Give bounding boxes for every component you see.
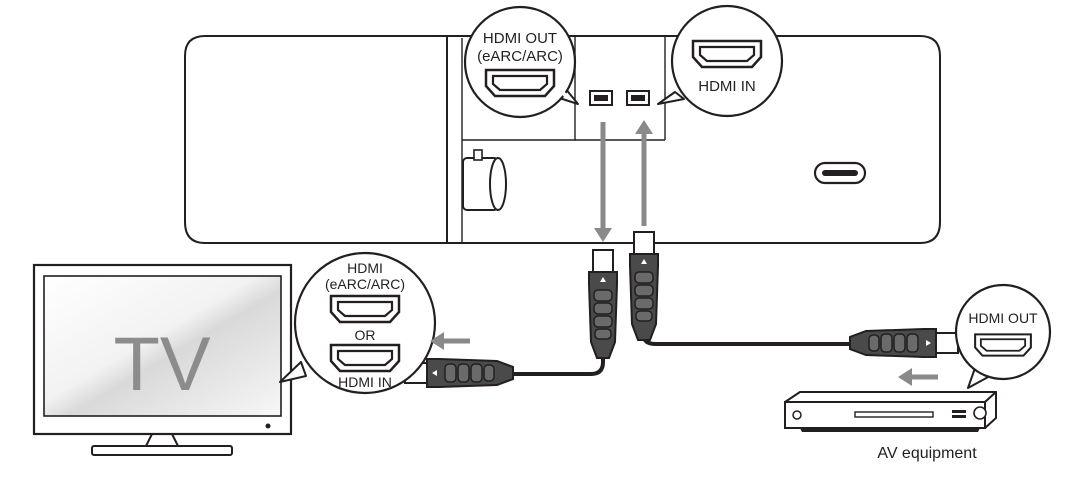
soundbar-in-label: HDMI IN	[698, 78, 756, 95]
callout-soundbar-hdmi-in: HDMI IN	[657, 4, 784, 118]
callout-tv-hdmi: HDMI (eARC/ARC) OR HDMI IN	[279, 251, 437, 395]
soundbar-hdmi-out-port-icon	[589, 90, 613, 106]
soundbar-hdmi-in-port-icon	[626, 90, 650, 106]
hdmi-port-icon	[974, 333, 1032, 357]
hdmi-port-icon	[484, 68, 556, 98]
hdmi-plug-av	[849, 328, 959, 358]
callout-av-hdmi-out: HDMI OUT	[954, 283, 1052, 389]
soundbar	[184, 35, 941, 244]
hdmi-port-icon	[691, 39, 763, 69]
signal-arrow-down	[594, 122, 612, 242]
av-equipment-caption: AV equipment	[877, 445, 977, 462]
tv: TV	[32, 263, 293, 456]
callout-soundbar-hdmi-out: HDMI OUT (eARC/ARC)	[463, 5, 579, 119]
signal-arrow-up	[635, 120, 653, 226]
hdmi-port-icon	[329, 343, 401, 373]
tv-hdmi-label-line1: HDMI	[347, 260, 383, 276]
signal-arrow-left	[430, 332, 470, 350]
hdmi-port-icon	[329, 294, 401, 324]
tv-or-label: OR	[355, 327, 376, 343]
tv-hdmi-in-label: HDMI IN	[338, 374, 392, 390]
usb-c-port-icon	[813, 161, 867, 185]
cable-tv	[404, 249, 618, 388]
soundbar-out-label-line2: (eARC/ARC)	[477, 48, 563, 65]
hdmi-plug-soundbar-out	[588, 249, 618, 359]
soundbar-out-label-line1: HDMI OUT	[483, 30, 557, 47]
signal-arrow-left-av	[898, 368, 938, 386]
av-equipment: AV equipment	[784, 391, 997, 462]
hdmi-plug-soundbar-in	[629, 231, 659, 341]
tv-hdmi-label-line2: (eARC/ARC)	[325, 276, 405, 292]
cable-av	[629, 231, 959, 358]
av-hdmi-out-label: HDMI OUT	[968, 310, 1038, 326]
side-knob	[462, 149, 507, 211]
tv-screen-text: TV	[113, 322, 210, 407]
